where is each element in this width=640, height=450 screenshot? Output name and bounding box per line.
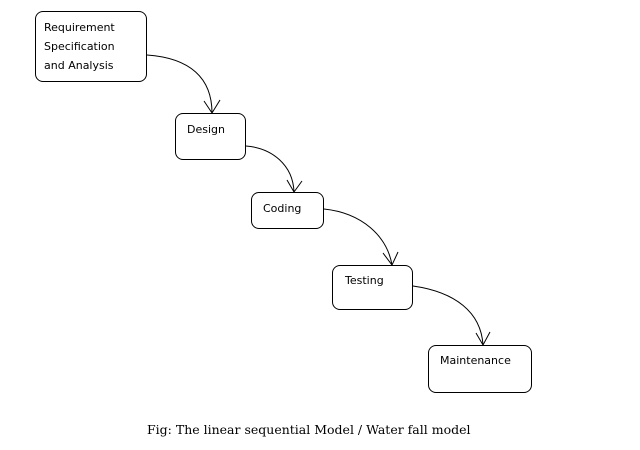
requirements-line-2: Specification [44, 40, 115, 53]
box-maintenance: Maintenance [428, 345, 532, 393]
box-design: Design [175, 113, 246, 160]
connector-requirements-to-design [146, 54, 213, 114]
design-label: Design [187, 123, 225, 136]
box-coding: Coding [251, 192, 324, 229]
connector-design-to-coding [245, 145, 295, 193]
box-testing: Testing [332, 265, 413, 310]
coding-label: Coding [263, 202, 302, 215]
connector-coding-to-testing [323, 208, 393, 266]
requirements-line-1: Requirement [44, 21, 115, 34]
testing-label: Testing [345, 274, 384, 287]
figure-caption: Fig: The linear sequential Model / Water… [147, 422, 471, 437]
maintenance-label: Maintenance [440, 354, 511, 367]
box-requirements: Requirement Specification and Analysis [35, 11, 147, 82]
requirements-line-3: and Analysis [44, 59, 114, 72]
arrowhead-coding [286, 179, 303, 193]
connector-testing-to-maintenance [412, 285, 484, 346]
